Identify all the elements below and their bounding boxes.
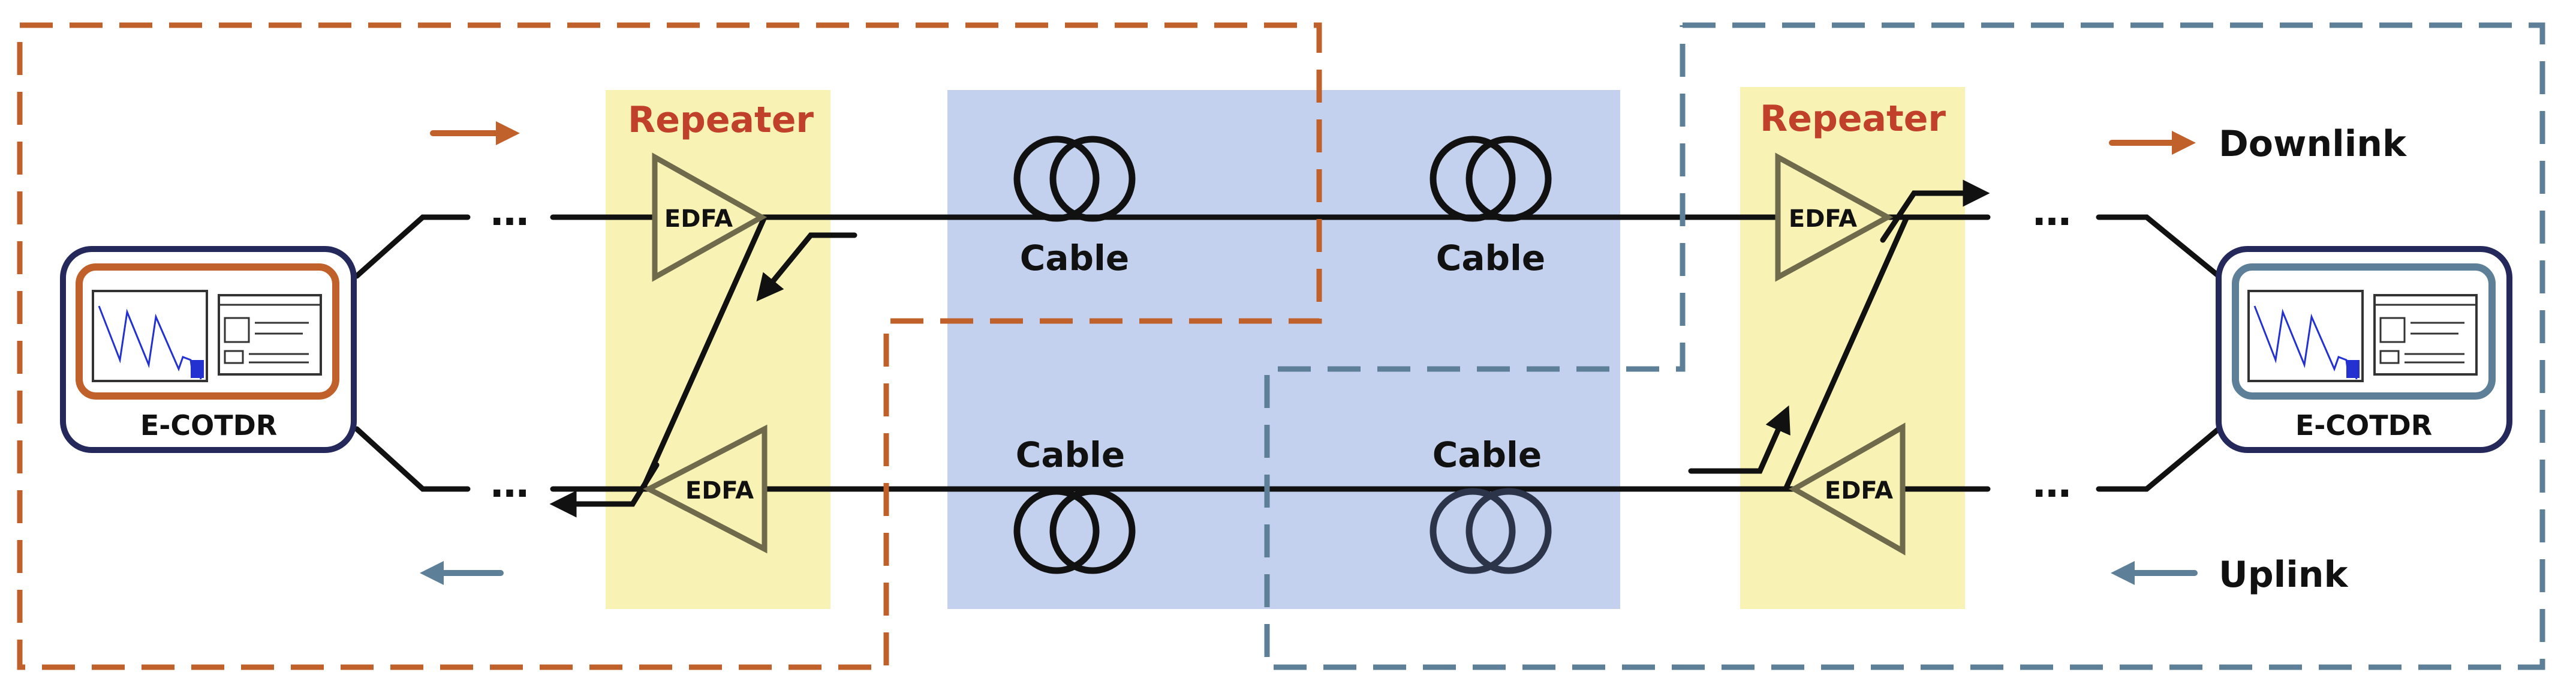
left-loopback-path [640,214,768,492]
coupler-arrows [549,179,1990,518]
edfa-left-top-label: EDFA [664,205,733,233]
right-top-coupler-arrow [1880,179,1990,243]
fiber-coil-icon [1430,136,1552,222]
ecotdr-right-label: E-COTDR [2295,409,2432,442]
cable-top-left-label: Cable [1020,238,1129,278]
right-uplink-branch [2096,426,2222,492]
cable-bottom-right-label: Cable [1433,434,1542,475]
dots-right-top: … [2033,190,2071,235]
dots-right-bottom: … [2033,462,2071,506]
edfa-amplifier-icon [1775,152,1894,282]
fiber-coils [1013,136,1552,574]
edfa-amplifier-icon [643,424,768,554]
downlink-boundary [17,22,1322,670]
repeater-right-label: Repeater [1760,98,1946,140]
direction-arrows [420,121,2198,585]
left-uplink-branch [354,426,471,492]
right-loopback-path [1783,214,1910,492]
cable-top-right-label: Cable [1436,238,1545,278]
ecotdr-screen-icon [92,290,322,382]
edfa-amplifier-icon [652,152,768,282]
dots-left-bottom: … [490,462,529,506]
edfa-left-bottom-label: EDFA [685,477,754,505]
left-downlink-branch [354,214,471,279]
edfa-right-top-label: EDFA [1789,205,1857,233]
fiber-coil-icon [1430,488,1552,574]
left-top-coupler-arrow [756,232,857,302]
repeater-right-box [1740,87,1965,609]
repeater-left-label: Repeater [628,99,814,141]
cable-bottom-left-label: Cable [1016,434,1125,475]
dots-left-top: … [490,190,529,235]
ecotdr-left-label: E-COTDR [140,409,277,442]
ecotdr-left-device [60,246,357,453]
edfa-amplifier-icon [1788,422,1906,556]
text-labels: Repeater Repeater EDFA EDFA EDFA EDFA Ca… [140,98,2432,596]
fiber-coil-icon [1013,488,1136,574]
fiber-coil-icon [1013,136,1136,222]
cable-region [947,90,1620,609]
edfa-amplifiers [643,152,1906,556]
legend-uplink-label: Uplink [2219,554,2349,596]
right-downlink-branch [2096,214,2222,279]
fiber-lines [354,214,2222,492]
left-bottom-coupler-arrow [549,462,660,518]
ecotdr-screen-icon [2247,290,2478,382]
legend-downlink-label: Downlink [2219,123,2408,165]
repeater-left-box [606,90,830,609]
right-bottom-coupler-arrow [1688,405,1790,474]
edfa-right-bottom-label: EDFA [1825,477,1893,505]
uplink-boundary [1264,22,2545,670]
ecotdr-right-device [2216,246,2512,453]
